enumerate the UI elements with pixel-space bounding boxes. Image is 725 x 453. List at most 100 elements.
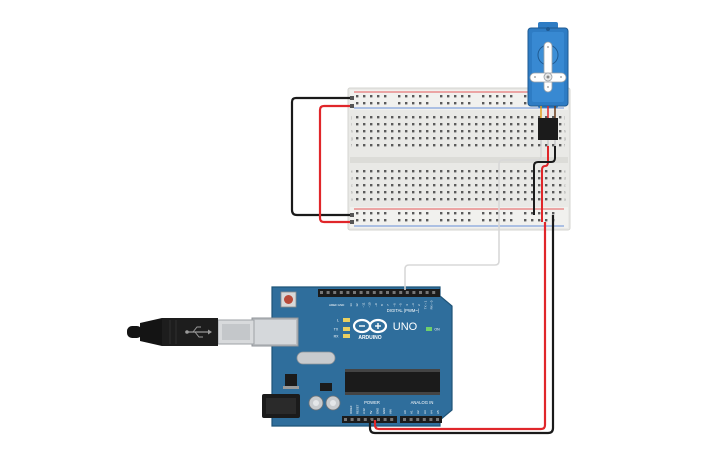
arduino-logo <box>352 318 388 334</box>
wires <box>290 96 556 435</box>
power-pin-label: VIN <box>389 409 393 414</box>
wire-endpoints <box>350 96 354 224</box>
power-pin-label: 5V <box>369 410 373 414</box>
digital-pin-label: ~9 <box>374 303 378 307</box>
row-letter: e <box>564 170 566 174</box>
row-letter: d <box>564 177 566 181</box>
digital-pin-label: ~3 <box>411 303 415 307</box>
analog-pin-label: A2 <box>416 410 420 414</box>
led-l-label: L <box>337 319 339 323</box>
bottom-header-pins <box>344 418 439 421</box>
row-letter: d <box>351 177 353 181</box>
power-pin-label: GND <box>375 408 379 414</box>
servo-connector <box>538 118 558 140</box>
digital-pin-label: RX←0 <box>430 300 434 309</box>
row-letter: b <box>351 191 353 195</box>
usb-cable[interactable] <box>127 318 255 346</box>
digital-pin-label: 4 <box>405 304 409 306</box>
led-rx-label: RX <box>334 335 340 339</box>
ic-socket-bottom <box>345 392 440 395</box>
ic-socket-top <box>345 369 440 372</box>
wire-red-5v[interactable] <box>373 222 547 431</box>
row-letter: c <box>564 184 566 188</box>
led-l <box>343 318 350 322</box>
power-label: POWER <box>364 400 380 405</box>
digital-pin-label: 12 <box>355 303 359 307</box>
row-letter: j <box>563 116 565 120</box>
digital-pin-label: 13 <box>349 303 353 307</box>
led-rx <box>343 334 350 338</box>
digital-header[interactable] <box>318 289 440 297</box>
capacitor-1 <box>308 395 324 411</box>
voltage-regulator <box>285 374 297 386</box>
digital-pin-label: ~6 <box>392 303 396 307</box>
breadboard-holes <box>356 95 562 222</box>
wire-black-servo-ground[interactable] <box>533 146 556 215</box>
row-letter: h <box>564 130 566 134</box>
servo-motor[interactable] <box>527 22 569 146</box>
digital-pin-label: ~5 <box>399 303 403 307</box>
power-header[interactable] <box>342 416 397 423</box>
usb-plug-strain-relief <box>140 318 162 346</box>
wire-red-servo-power[interactable] <box>541 146 549 222</box>
servo-horn <box>529 41 567 93</box>
power-pin-label: GND <box>382 408 386 414</box>
wire-red-rail-jumper[interactable] <box>318 104 352 224</box>
analog-pin-label: A4 <box>429 410 433 414</box>
row-letter: a <box>351 198 353 202</box>
digital-pin-label: 8 <box>380 304 384 306</box>
row-letter: g <box>564 137 566 141</box>
row-letter: h <box>351 130 353 134</box>
power-rail-bottom <box>350 207 568 228</box>
row-letter: g <box>351 137 353 141</box>
small-chip <box>320 383 332 391</box>
row-letter: i <box>351 123 352 127</box>
crystal-oscillator <box>296 351 336 365</box>
row-letter: a <box>564 198 566 202</box>
breadboard-center-channel <box>350 157 568 163</box>
wire-white-signal[interactable] <box>404 146 542 290</box>
row-letter: f <box>564 144 565 148</box>
power-pin-label: RESET <box>356 404 360 414</box>
capacitor-2 <box>325 395 341 411</box>
row-letter: b <box>564 191 566 195</box>
power-pin-label: IOREF <box>349 405 353 414</box>
analog-pin-label: A5 <box>436 410 440 414</box>
digital-pin-label: ~11 <box>361 302 365 307</box>
servo-mount-hole <box>546 27 550 31</box>
digital-header-label: DIGITAL (PWM~) <box>387 308 420 313</box>
brand-label: ARDUINO <box>358 335 381 341</box>
row-letter: j <box>350 116 352 120</box>
analog-pin-label: A0 <box>403 410 407 414</box>
analog-label: ANALOG IN <box>411 400 434 405</box>
aref-label: AREF <box>329 303 337 307</box>
led-on <box>426 327 432 331</box>
analog-pin-label: A1 <box>410 410 414 414</box>
row-letter: i <box>564 123 565 127</box>
led-on-label: ON <box>434 328 440 332</box>
model-label: UNO <box>393 321 418 333</box>
atmega-chip <box>345 372 440 392</box>
wire-black-rail-jumper[interactable] <box>290 96 352 217</box>
digital-pin-label: 2 <box>417 304 421 306</box>
row-letter: f <box>351 144 352 148</box>
digital-pin-label: ~10 <box>368 302 372 307</box>
digital-header-pins <box>320 291 436 294</box>
row-letter: c <box>351 184 353 188</box>
analog-header[interactable] <box>400 416 442 423</box>
usb-cable-wire <box>127 326 142 338</box>
led-tx <box>343 327 350 331</box>
led-tx-label: TX <box>334 328 339 332</box>
usb-symbol-icon <box>185 326 212 338</box>
row-letter: e <box>351 170 353 174</box>
wire-black-gnd[interactable] <box>368 215 555 435</box>
analog-pin-label: A3 <box>423 410 427 414</box>
power-rail-top <box>350 90 568 110</box>
